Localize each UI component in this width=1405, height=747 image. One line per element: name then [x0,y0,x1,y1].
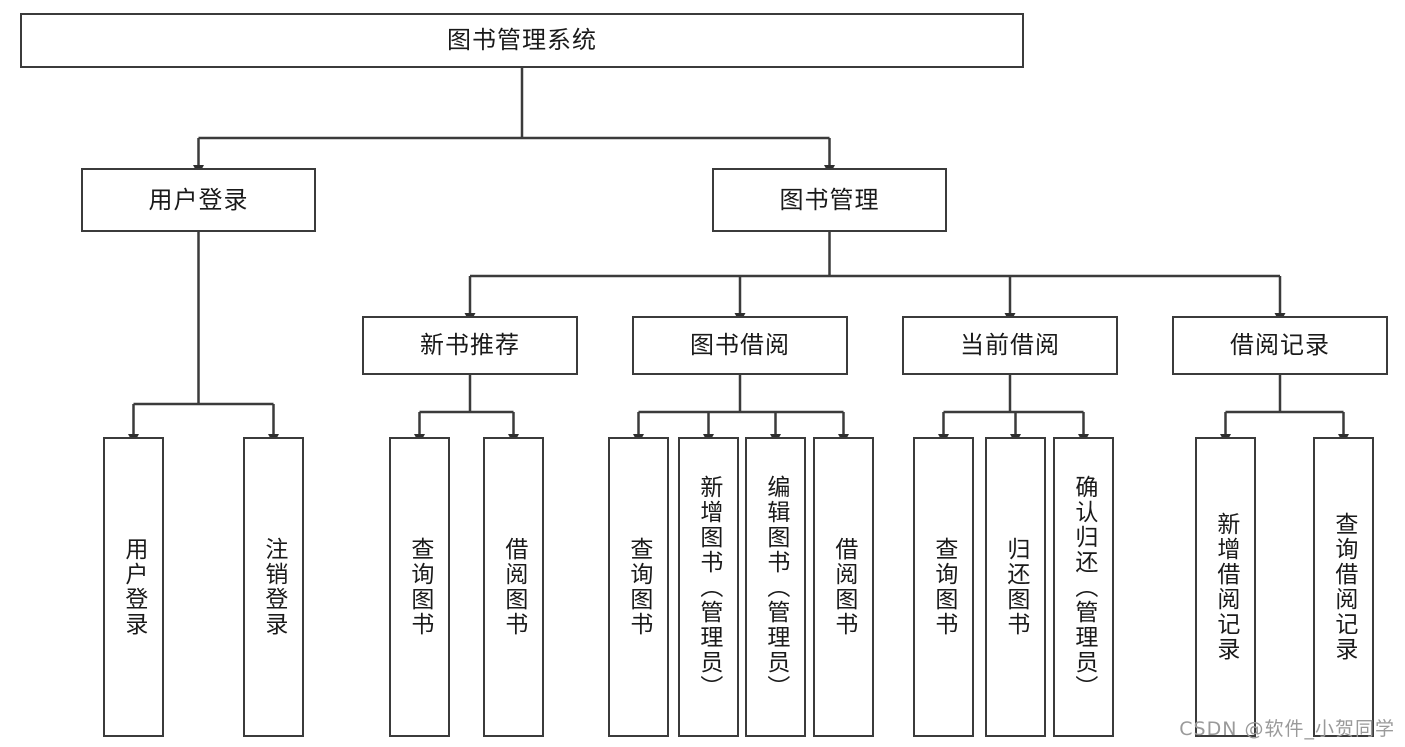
node-leaf-查询图书-4[interactable]: 查询图书 [608,437,669,737]
node-label: 当前借阅 [960,331,1060,360]
node-label: 查询图书 [406,537,433,637]
node-label: 用户登录 [120,537,147,637]
node-leaf-编辑图书管理员-6[interactable]: 编辑图书（管理员） [745,437,806,737]
node-leaf-归还图书-9[interactable]: 归还图书 [985,437,1046,737]
node-label: 查询借阅记录 [1330,512,1357,662]
node-label: 新增借阅记录 [1212,512,1239,662]
node-label: 借阅图书 [500,537,527,637]
node-label: 新书推荐 [420,331,520,360]
node-root-图书管理系统[interactable]: 图书管理系统 [20,13,1024,68]
node-l3-图书借阅-1[interactable]: 图书借阅 [632,316,848,375]
csdn-watermark: CSDN @软件_小贺同学 [1179,718,1395,740]
node-leaf-查询借阅记录-12[interactable]: 查询借阅记录 [1313,437,1374,737]
node-leaf-借阅图书-3[interactable]: 借阅图书 [483,437,544,737]
node-leaf-用户登录-0[interactable]: 用户登录 [103,437,164,737]
node-leaf-新增借阅记录-11[interactable]: 新增借阅记录 [1195,437,1256,737]
node-label: 借阅记录 [1230,331,1330,360]
node-label: 借阅图书 [830,537,857,637]
node-l2-图书管理-1[interactable]: 图书管理 [712,168,947,232]
node-label: 查询图书 [930,537,957,637]
node-label: 图书管理 [779,185,880,214]
node-label: 归还图书 [1002,537,1029,637]
node-label: 查询图书 [625,537,652,637]
node-label: 新增图书（管理员） [695,474,722,700]
node-leaf-查询图书-8[interactable]: 查询图书 [913,437,974,737]
node-l3-借阅记录-3[interactable]: 借阅记录 [1172,316,1388,375]
node-label: 图书管理系统 [447,26,597,55]
node-label: 确认归还（管理员） [1070,474,1097,700]
node-label: 图书借阅 [690,331,790,360]
node-leaf-借阅图书-7[interactable]: 借阅图书 [813,437,874,737]
node-leaf-注销登录-1[interactable]: 注销登录 [243,437,304,737]
node-leaf-新增图书管理员-5[interactable]: 新增图书（管理员） [678,437,739,737]
node-leaf-确认归还管理员-10[interactable]: 确认归还（管理员） [1053,437,1114,737]
node-label: 注销登录 [260,537,287,637]
node-l3-新书推荐-0[interactable]: 新书推荐 [362,316,578,375]
node-l3-当前借阅-2[interactable]: 当前借阅 [902,316,1118,375]
node-leaf-查询图书-2[interactable]: 查询图书 [389,437,450,737]
node-label: 用户登录 [148,185,249,214]
node-l2-用户登录-0[interactable]: 用户登录 [81,168,316,232]
node-label: 编辑图书（管理员） [762,474,789,700]
